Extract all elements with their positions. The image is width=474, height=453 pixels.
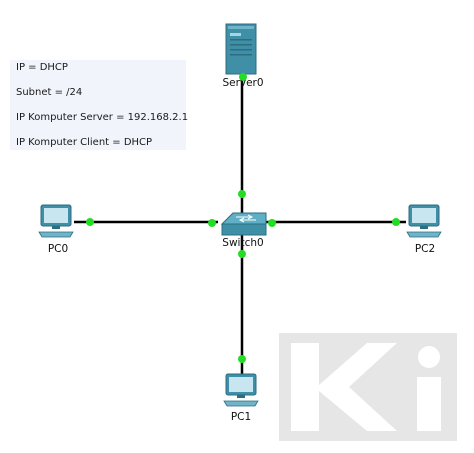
pc2-label: PC2 xyxy=(414,243,436,255)
note-line: Subnet = /24 xyxy=(16,87,83,98)
watermark-logo xyxy=(279,333,457,441)
pc0-label: PC0 xyxy=(47,243,69,255)
switch-label: Switch0 xyxy=(222,237,264,249)
pc0-icon[interactable] xyxy=(38,204,74,238)
pc1-label: PC1 xyxy=(230,411,252,423)
pc1-icon[interactable] xyxy=(223,373,259,407)
server-icon[interactable] xyxy=(225,23,257,75)
port-status-switch-right xyxy=(268,219,276,227)
server-label: Server0 xyxy=(222,77,264,89)
port-status-switch-left xyxy=(208,219,216,227)
note-line: IP Komputer Client = DHCP xyxy=(16,137,153,148)
port-status-switch-bottom xyxy=(238,250,246,258)
port-status-pc2 xyxy=(392,218,400,226)
note-line: IP Komputer Server = 192.168.2.1 xyxy=(16,112,189,123)
notes-box: IP = DHCP Subnet = /24 IP Komputer Serve… xyxy=(10,60,189,150)
switch-icon[interactable] xyxy=(220,212,267,236)
port-status-pc1 xyxy=(238,355,246,363)
note-line: IP = DHCP xyxy=(16,62,68,73)
port-status-pc0 xyxy=(86,218,94,226)
port-status-server xyxy=(239,73,247,81)
port-status-switch-top xyxy=(238,190,246,198)
pc2-icon[interactable] xyxy=(406,204,442,238)
